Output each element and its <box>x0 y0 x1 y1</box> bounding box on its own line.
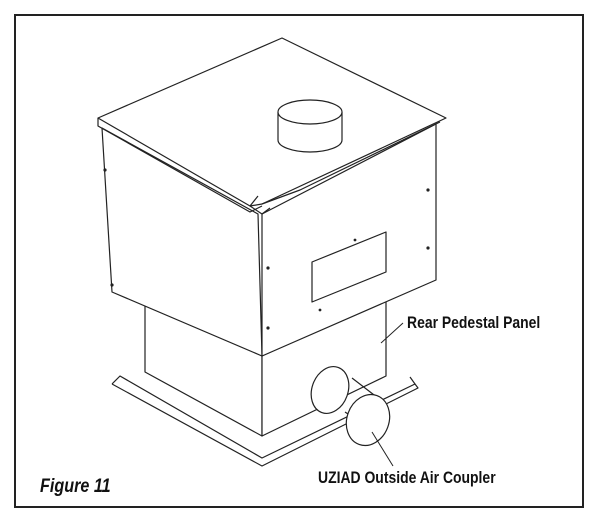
figure-frame <box>14 14 584 508</box>
flue-collar <box>277 99 343 153</box>
outside-air-coupler-label: UZIAD Outside Air Coupler <box>318 468 496 487</box>
base-flange <box>111 375 419 467</box>
leader-lines <box>371 322 404 467</box>
rear-pedestal-panel-label: Rear Pedestal Panel <box>407 313 541 332</box>
screw-holes <box>103 168 430 330</box>
outside-air-coupler <box>310 366 391 447</box>
figure-caption: Figure 11 <box>40 476 111 497</box>
stove-body <box>97 37 447 357</box>
